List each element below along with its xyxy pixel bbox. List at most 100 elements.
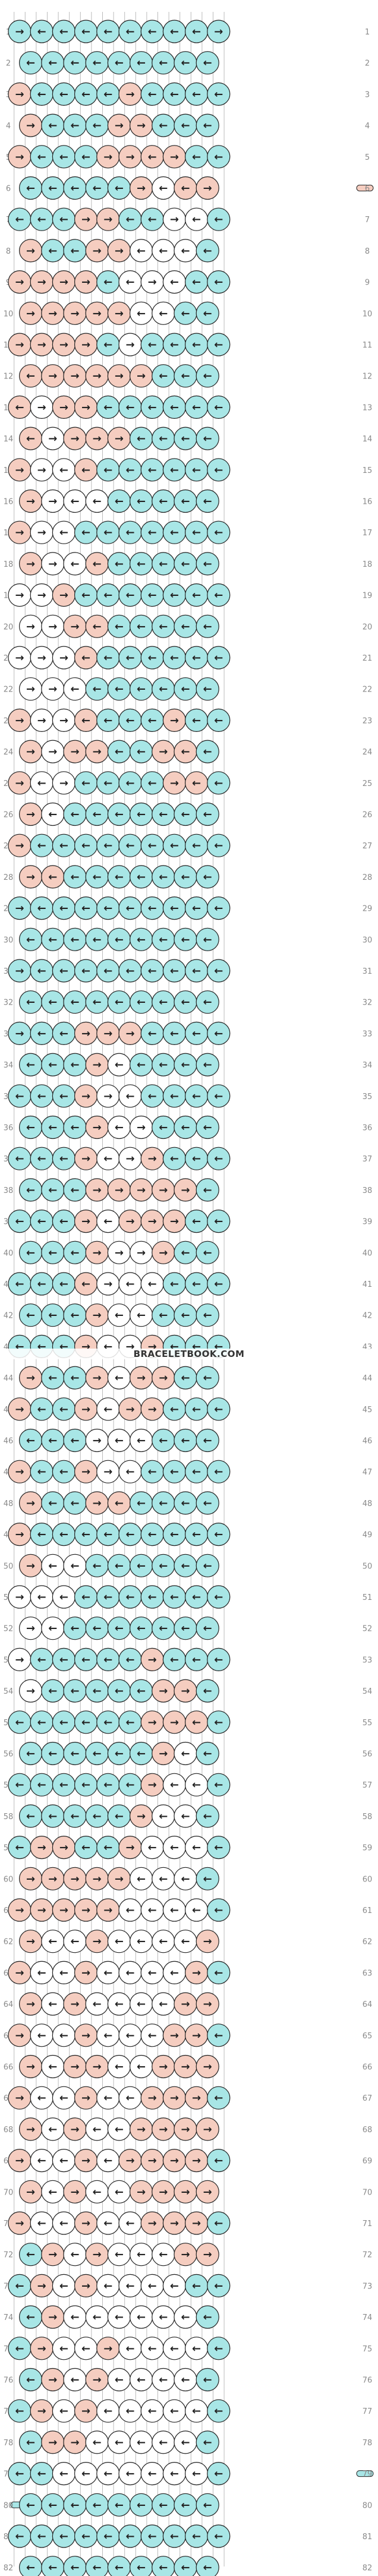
arrow-left-icon: ← <box>48 871 57 883</box>
row-number-right: 77 <box>363 2407 373 2416</box>
arrow-left-icon: ← <box>203 1810 212 1823</box>
knot: → <box>85 1428 109 1453</box>
knot: → <box>41 364 65 388</box>
knot: → <box>30 646 53 670</box>
arrow-left-icon: ← <box>170 2405 179 2417</box>
knot: ← <box>152 239 175 263</box>
arrow-left-icon: ← <box>81 2343 90 2355</box>
arrow-left-icon: ← <box>37 26 46 38</box>
arrow-left-icon: ← <box>170 88 179 100</box>
knot: ← <box>107 2180 131 2204</box>
arrow-right-icon: → <box>93 1122 102 1134</box>
knot: ← <box>162 333 186 356</box>
knot: ← <box>174 990 197 1014</box>
arrow-left-icon: ← <box>103 652 112 664</box>
knot: ← <box>107 1115 131 1139</box>
arrow-left-icon: ← <box>26 182 35 195</box>
arrow-left-icon: ← <box>192 88 201 100</box>
knot: ← <box>174 364 197 388</box>
knot: ← <box>130 301 153 325</box>
arrow-right-icon: → <box>93 433 102 445</box>
knot-circle <box>196 1366 219 1390</box>
knot: ← <box>107 802 131 826</box>
arrow-left-icon: ← <box>93 1685 102 1697</box>
knot: ← <box>96 1961 120 1984</box>
knot: → <box>107 1240 131 1264</box>
knot: ← <box>85 1679 109 1703</box>
knot: ← <box>140 1898 164 1922</box>
arrow-left-icon: ← <box>81 1529 90 1541</box>
arrow-left-icon: ← <box>181 433 190 445</box>
arrow-left-icon: ← <box>37 1966 46 1979</box>
knot: ← <box>130 1867 153 1890</box>
knot: ← <box>118 1961 142 1984</box>
knot: → <box>118 2149 142 2173</box>
knot: ← <box>41 1240 65 1264</box>
arrow-left-icon: ← <box>214 589 223 602</box>
knot: ← <box>162 520 186 544</box>
knot: → <box>8 1523 32 1546</box>
knot: ← <box>207 1147 231 1170</box>
arrow-left-icon: ← <box>148 1904 157 1917</box>
knot: ← <box>174 865 197 889</box>
knot: ← <box>130 1930 153 1953</box>
arrow-left-icon: ← <box>203 1184 212 1197</box>
row-number-right: 32 <box>363 999 373 1008</box>
knot: ← <box>8 1147 32 1170</box>
arrow-left-icon: ← <box>59 213 68 226</box>
arrow-left-icon: ← <box>214 965 223 977</box>
knot: → <box>8 82 32 106</box>
arrow-left-icon: ← <box>103 965 112 977</box>
knot: → <box>96 1021 120 1046</box>
knot: ← <box>96 1710 120 1734</box>
arrow-left-icon: ← <box>26 1184 35 1197</box>
knot: ← <box>196 1867 219 1890</box>
knot: ← <box>207 520 231 544</box>
knot: ← <box>140 2337 164 2360</box>
arrow-right-icon: → <box>148 2092 157 2104</box>
arrow-right-icon: → <box>15 777 24 790</box>
arrow-left-icon: ← <box>37 1090 46 1103</box>
knot: → <box>96 145 120 169</box>
knot: → <box>162 708 186 733</box>
arrow-left-icon: ← <box>70 1122 79 1134</box>
knot: ← <box>107 677 131 701</box>
arrow-right-icon: → <box>48 558 57 570</box>
arrow-left-icon: ← <box>115 1810 124 1823</box>
arrow-right-icon: → <box>93 1184 102 1197</box>
row-number-right: 73 <box>363 2282 373 2291</box>
arrow-left-icon: ← <box>26 2374 35 2386</box>
arrow-right-icon: → <box>103 2343 112 2355</box>
knot: ← <box>74 583 98 607</box>
arrow-right-icon: → <box>159 746 168 758</box>
arrow-left-icon: ← <box>137 996 146 1009</box>
arrow-left-icon: ← <box>93 2499 102 2511</box>
arrow-left-icon: ← <box>125 2029 134 2042</box>
arrow-right-icon: → <box>203 2061 212 2073</box>
knot: ← <box>207 646 231 670</box>
arrow-left-icon: ← <box>192 1278 201 1290</box>
arrow-left-icon: ← <box>103 2029 112 2042</box>
row-number-right: 65 <box>363 2032 373 2041</box>
row-number-left: 72 <box>4 2251 14 2260</box>
row-number-left: 10 <box>4 310 14 318</box>
knot: ← <box>63 239 87 263</box>
knot-circle <box>207 395 231 419</box>
knot: ← <box>63 1178 87 1202</box>
arrow-left-icon: ← <box>59 2530 68 2543</box>
knot: ← <box>152 2367 175 2392</box>
arrow-left-icon: ← <box>125 965 134 977</box>
knot: → <box>8 2023 32 2047</box>
knot: ← <box>174 1053 197 1077</box>
knot: ← <box>162 1460 186 1483</box>
arrow-left-icon: ← <box>125 589 134 602</box>
arrow-left-icon: ← <box>148 1027 157 1040</box>
knot: ← <box>174 1930 197 1953</box>
knot: → <box>8 959 32 983</box>
